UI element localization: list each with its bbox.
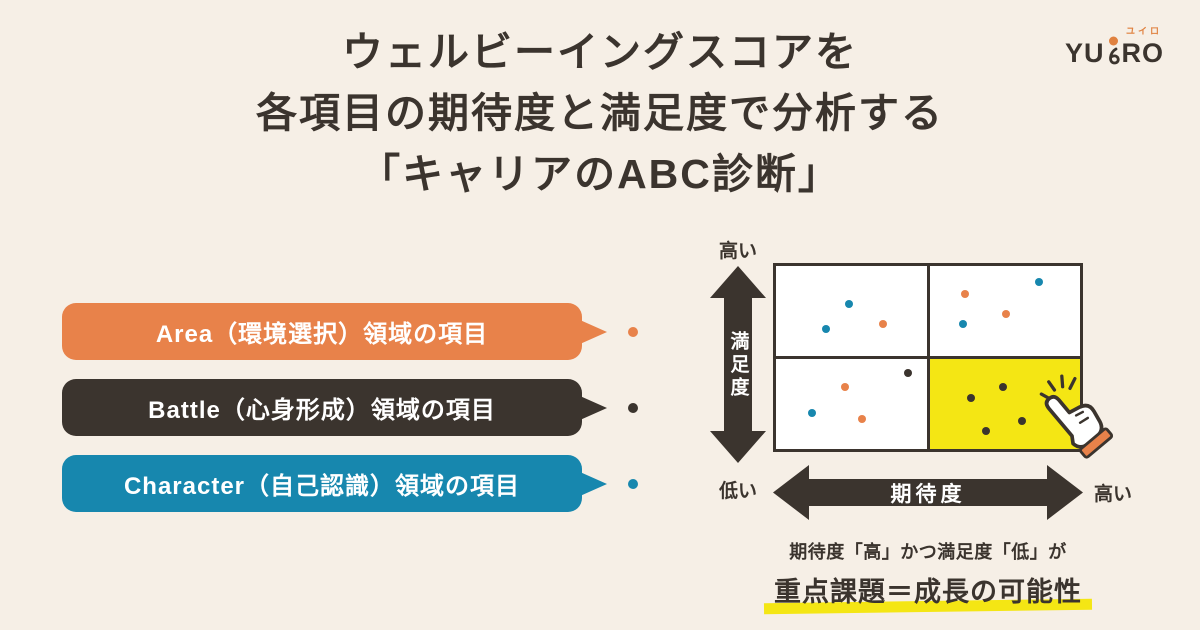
scatter-dot (844, 299, 853, 308)
scatter-dot (1034, 278, 1043, 287)
logo-text-left: YU (1064, 38, 1105, 68)
bubble-pointer-icon (580, 319, 607, 344)
bubble-pointer-icon (580, 471, 607, 496)
logo: ユイロ YU RO (1065, 24, 1164, 69)
caption-emphasis: 重点課題＝成長の可能性 (763, 570, 1093, 615)
scatter-dot (1001, 310, 1010, 319)
scatter-dot (822, 324, 831, 333)
x-axis-high-label: 高い (1094, 484, 1133, 505)
logo-ruby-text: ユイロ (1125, 26, 1162, 36)
caption-emphasis-text: 重点課題＝成長の可能性 (774, 577, 1082, 607)
scatter-dot (840, 382, 849, 391)
scatter-dot (959, 320, 968, 328)
legend-row-battle: Battle（心身形成）領域の項目 (62, 379, 662, 436)
caption: 期待度「高」かつ満足度「低」が 重点課題＝成長の可能性 (763, 538, 1093, 615)
x-axis-label: 期待度 (890, 482, 966, 506)
y-axis-high-label: 高い (718, 241, 757, 262)
title-line-3: 「キャリアのABC診断」 (359, 151, 841, 197)
legend-dot-area (628, 326, 638, 337)
legend-bubble-battle: Battle（心身形成）領域の項目 (62, 379, 582, 436)
scatter-dot (808, 409, 817, 418)
legend-bubble-character: Character（自己認識）領域の項目 (62, 455, 582, 512)
title-line-2: 各項目の期待度と満足度で分析する (256, 90, 944, 136)
legend-row-area: Area（環境選択）領域の項目 (62, 303, 662, 360)
caption-condition: 期待度「高」かつ満足度「低」が (789, 542, 1067, 562)
legend-row-character: Character（自己認識）領域の項目 (62, 455, 662, 512)
x-axis-arrow-icon (773, 465, 1083, 520)
scatter-dot (879, 320, 887, 328)
scatter-dot (999, 382, 1008, 391)
page-title: ウェルビーイングスコアを 各項目の期待度と満足度で分析する 「キャリアのABC診… (0, 22, 1200, 205)
scatter-dot (961, 289, 970, 298)
scatter-dot (858, 414, 867, 423)
scatter-dot (981, 426, 990, 435)
legend-bubble-area: Area（環境選択）領域の項目 (62, 303, 582, 360)
y-axis-low-label: 低い (718, 481, 757, 502)
legend-dot-battle (628, 402, 638, 413)
scatter-dot (904, 369, 913, 378)
scatter-dot (1018, 417, 1027, 425)
logo-text-right: RO (1121, 38, 1164, 68)
bubble-pointer-icon (580, 395, 607, 420)
legend: Area（環境選択）領域の項目 Battle（心身形成）領域の項目 Charac… (62, 303, 662, 531)
grid-horizontal-divider (776, 356, 1080, 359)
logo-person-icon (1108, 36, 1120, 65)
scatter-dot (967, 393, 976, 402)
y-axis-arrow-icon (710, 266, 766, 463)
y-axis-label: 満足度 (727, 330, 749, 400)
legend-dot-character (628, 478, 638, 489)
click-cursor-icon (1039, 374, 1114, 459)
quadrant-grid (773, 263, 1083, 452)
title-line-1: ウェルビーイングスコアを (342, 29, 858, 75)
logo-wordmark: YU RO (1065, 36, 1164, 69)
